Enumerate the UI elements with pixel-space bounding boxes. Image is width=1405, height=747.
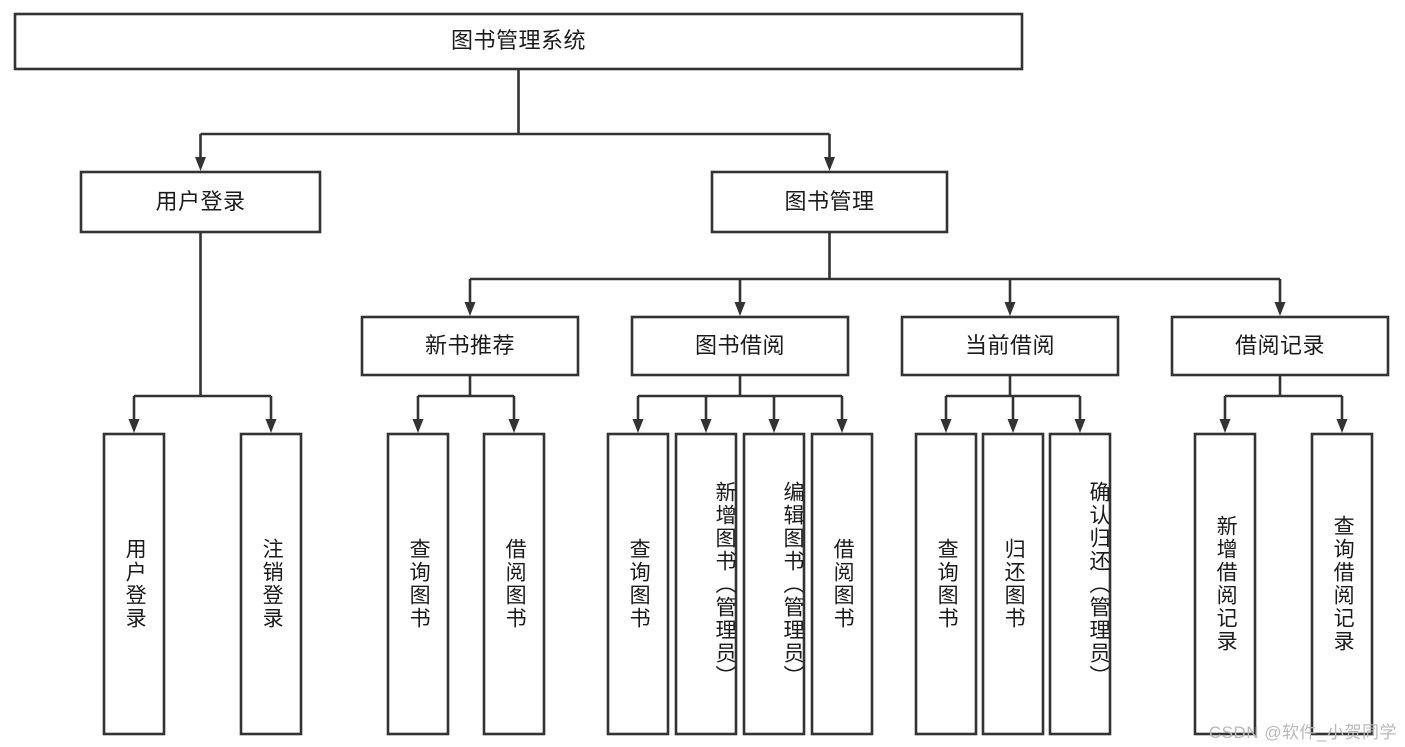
node-box-leaf-add-book[interactable] [674,432,738,736]
node-box-leaf-query-book-3[interactable] [914,432,978,736]
boxes-layer [13,12,1390,736]
edges-layer [128,69,1348,433]
arrow-head-icon [768,419,780,433]
arrow-head-icon [464,302,476,316]
node-box-root[interactable] [13,12,1024,71]
arrow-head-icon [1336,419,1348,433]
node-box-leaf-query-book-2[interactable] [606,432,670,736]
arrow-head-icon [1074,419,1086,433]
arrow-head-icon [836,419,848,433]
node-box-leaf-edit-book[interactable] [742,432,806,736]
node-box-leaf-add-record[interactable] [1193,432,1257,736]
node-box-book-borrow[interactable] [630,315,850,377]
arrow-head-icon [940,419,952,433]
arrow-head-icon [128,419,140,433]
node-box-leaf-user-login[interactable] [102,432,166,736]
node-box-leaf-return-book[interactable] [981,432,1045,736]
arrow-head-icon [1219,419,1231,433]
arrow-head-icon [824,157,835,171]
arrow-head-icon [1274,302,1286,316]
arrow-head-icon [1007,419,1019,433]
node-box-leaf-borrow-book-1[interactable] [482,432,546,736]
arrow-head-icon [195,157,206,171]
arrow-head-icon [1004,302,1016,316]
node-box-leaf-query-record[interactable] [1310,432,1374,736]
watermark-text: CSDN @软件_小贺同学 [1208,723,1397,742]
arrow-head-icon [265,419,277,433]
node-box-leaf-query-book-1[interactable] [386,432,450,736]
arrow-head-icon [734,302,746,316]
arrow-head-icon [632,419,644,433]
node-box-book-mgmt[interactable] [710,170,949,234]
arrow-head-icon [700,419,712,433]
node-box-leaf-confirm-return[interactable] [1048,432,1112,736]
node-box-leaf-logout[interactable] [239,432,303,736]
node-box-borrow-record[interactable] [1170,315,1390,377]
arrow-head-icon [508,419,520,433]
node-box-user-login[interactable] [79,170,322,234]
node-box-leaf-borrow-book-2[interactable] [810,432,874,736]
arrow-head-icon [412,419,424,433]
node-box-current-borrow[interactable] [900,315,1120,377]
node-box-new-book-rec[interactable] [360,315,580,377]
